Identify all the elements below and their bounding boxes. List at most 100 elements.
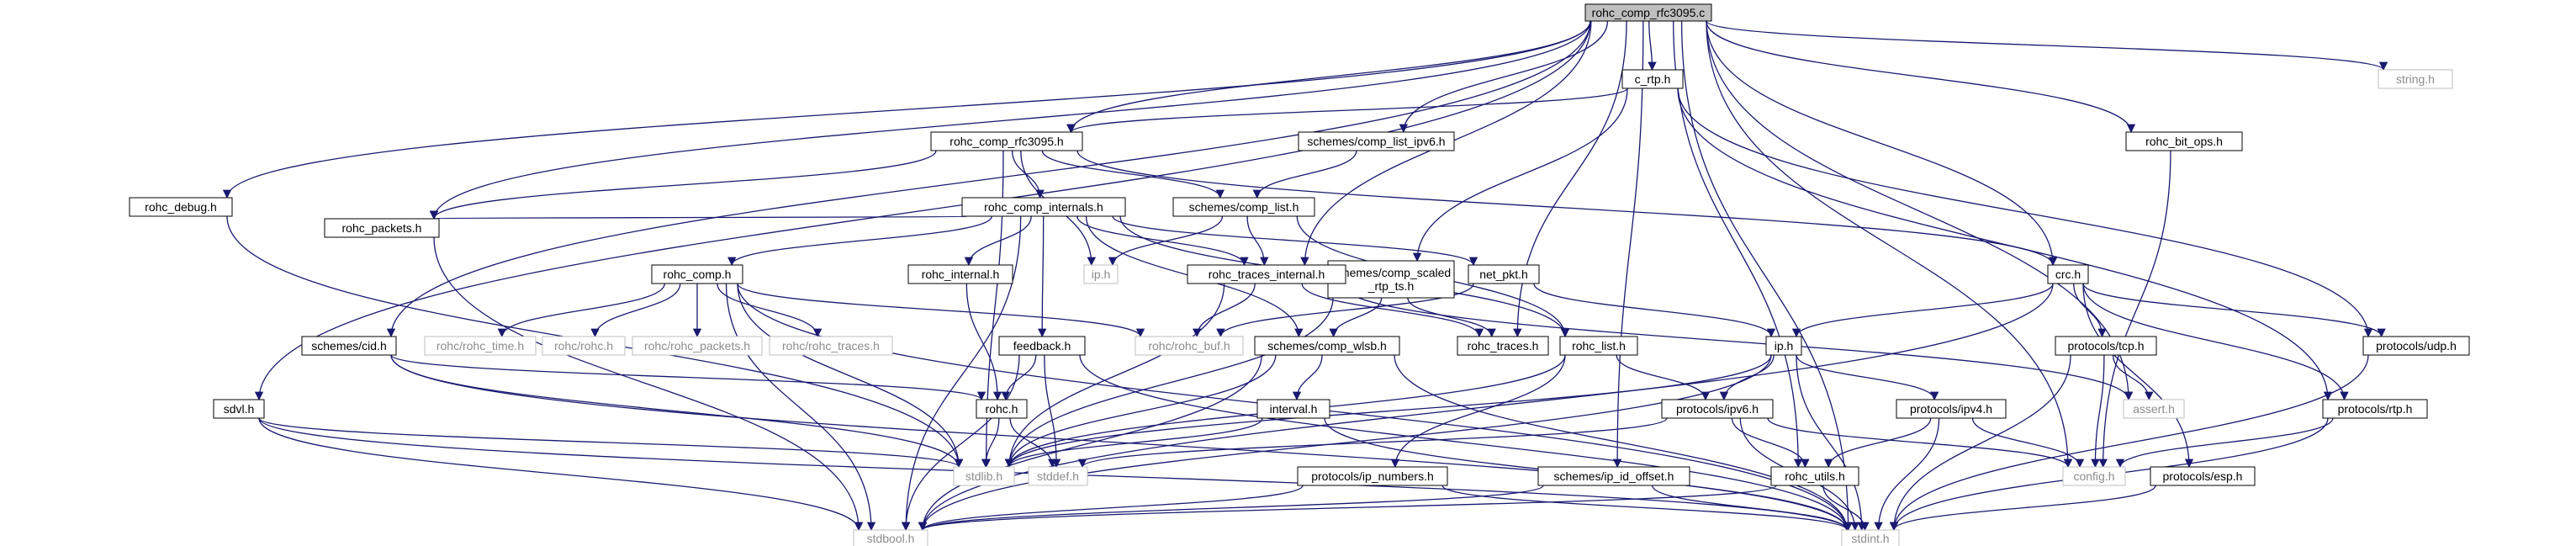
node-box-feedback [998, 336, 1086, 356]
edge-traces_internal-to-stdlib [1004, 283, 1225, 469]
edge-c_rtp-to-scaled [1412, 87, 1628, 262]
node-ip_id_offset[interactable]: schemes/ip_id_offset.h [1537, 466, 1690, 486]
edge-crc-to-esp [2082, 283, 2194, 469]
node-box-scaled [1327, 260, 1455, 299]
node-rtp[interactable]: protocols/rtp.h [2322, 399, 2428, 419]
node-box-traces [1457, 336, 1549, 356]
edge-rohc_internal-to-rohc_h [965, 283, 1002, 401]
edge-comp_h-to-stdlib [737, 283, 964, 469]
node-box-bit_ops [2125, 131, 2243, 151]
node-list_ipv6[interactable]: schemes/comp_list_ipv6.h [1298, 131, 1455, 151]
edge-comp_h-to-rohc_rohc [590, 283, 681, 338]
node-label-rtp: protocols/rtp.h [2338, 402, 2413, 416]
edge-comp_h-to-stdbool [725, 283, 876, 532]
edge-comp_list-to-traces_internal [1246, 215, 1269, 267]
node-box-stdbool [853, 529, 928, 546]
node-scaled[interactable]: schemes/comp_scaled_rtp_ts.h [1327, 260, 1455, 299]
node-wlsb[interactable]: schemes/comp_wlsb.h [1254, 336, 1400, 356]
node-tcp[interactable]: protocols/tcp.h [2055, 336, 2157, 356]
node-comp_h[interactable]: rohc_comp.h [651, 264, 743, 284]
node-internals[interactable]: rohc_comp_internals.h [961, 197, 1126, 217]
edge-net_pkt-to-rohc_buf [1216, 283, 1474, 338]
node-label-debug: rohc_debug.h [145, 200, 217, 214]
node-label-feedback: feedback.h [1013, 339, 1071, 353]
node-traces_internal[interactable]: rohc_traces_internal.h [1187, 264, 1346, 284]
edge-internals-to-traces_internal [1076, 215, 1249, 267]
edge-root-to-rfc3095h [1066, 20, 1591, 134]
node-rohc_rohc: rohc/rohc.h [542, 336, 626, 356]
node-label-cid: schemes/cid.h [311, 339, 386, 353]
edge-traces_internal-to-traces [1301, 283, 1484, 338]
node-root[interactable]: rohc_comp_rfc3095.c [1584, 3, 1712, 22]
node-box-rohc_internal [907, 264, 1013, 284]
edge-ipv6-to-utils [1731, 417, 1810, 469]
node-udp[interactable]: protocols/udp.h [2362, 336, 2470, 356]
node-box-net_pkt [1468, 264, 1540, 284]
edge-internals-to-comp_h [727, 215, 992, 267]
node-box-rtp [2322, 399, 2428, 419]
node-bit_ops[interactable]: rohc_bit_ops.h [2125, 131, 2243, 151]
edge-ip_id_offset-to-stdint [1652, 485, 1852, 532]
node-box-stdint [1841, 529, 1900, 546]
node-box-rohc_buf [1135, 336, 1244, 356]
node-box-sdvl [213, 399, 265, 419]
edge-scaled-to-wlsb [1329, 297, 1383, 338]
node-rfc3095h[interactable]: rohc_comp_rfc3095.h [930, 131, 1083, 151]
edge-feedback-to-stdbool [901, 354, 1020, 532]
node-box-cid [301, 336, 397, 356]
node-crc[interactable]: crc.h [2047, 264, 2089, 284]
node-ipv4[interactable]: protocols/ipv4.h [1896, 399, 2007, 419]
node-sdvl[interactable]: sdvl.h [213, 399, 265, 419]
node-rohc_h[interactable]: rohc.h [976, 399, 1028, 419]
node-label-wlsb: schemes/comp_wlsb.h [1267, 339, 1387, 353]
edge-rohc_h-to-stdlib [981, 417, 1000, 469]
node-box-debug [129, 197, 233, 217]
node-box-root [1584, 3, 1712, 22]
node-label-rohc_h: rohc.h [986, 402, 1018, 416]
node-box-wlsb [1254, 336, 1400, 356]
edge-traces_internal-to-assert [1340, 283, 2134, 401]
node-traces[interactable]: rohc_traces.h [1457, 336, 1549, 356]
node-esp[interactable]: protocols/esp.h [2150, 466, 2256, 486]
node-feedback[interactable]: feedback.h [998, 336, 1086, 356]
edge-crc-to-rtp [2082, 283, 2349, 401]
node-rohc_list[interactable]: rohc_list.h [1559, 336, 1638, 356]
node-box-rohc_packets_sys [632, 336, 763, 356]
node-label-list_ipv6: schemes/comp_list_ipv6.h [1307, 135, 1445, 148]
node-box-c_rtp [1621, 69, 1684, 89]
edge-ip_h-to-stdlib [1004, 354, 1772, 469]
node-label-scaled: schemes/comp_scaled [1331, 266, 1451, 279]
edge-bit_ops-to-config [2098, 150, 2171, 469]
edge-ipv6-to-config [1767, 417, 2073, 469]
edge-ipv6-to-stddef [1078, 417, 1668, 469]
node-label-rfc3095h: rohc_comp_rfc3095.h [949, 135, 1063, 148]
node-cid[interactable]: schemes/cid.h [301, 336, 397, 356]
edge-ip_h-to-stdint [1796, 354, 1866, 532]
edge-sdvl-to-stdbool [258, 417, 864, 532]
node-packets[interactable]: rohc_packets.h [324, 218, 440, 238]
node-ip_numbers[interactable]: protocols/ip_numbers.h [1297, 466, 1448, 486]
node-comp_list[interactable]: schemes/comp_list.h [1172, 197, 1315, 217]
node-label-root: rohc_comp_rfc3095.c [1592, 6, 1706, 19]
node-c_rtp[interactable]: c_rtp.h [1621, 69, 1684, 89]
node-label-bit_ops: rohc_bit_ops.h [2145, 135, 2223, 148]
node-box-crc [2047, 264, 2089, 284]
node-interval[interactable]: interval.h [1256, 399, 1330, 419]
edge-crc-to-udp [2082, 283, 2386, 338]
node-net_pkt[interactable]: net_pkt.h [1468, 264, 1540, 284]
node-box-assert [2123, 399, 2185, 419]
edge-scaled-to-traces [1407, 297, 1496, 338]
node-rohc_internal[interactable]: rohc_internal.h [907, 264, 1013, 284]
edge-root-to-cid [386, 20, 1591, 338]
edge-rohc_h-to-stddef [1009, 417, 1057, 469]
node-label-string: string.h [2396, 72, 2435, 86]
node-box-rfc3095h [930, 131, 1083, 151]
node-ip_h[interactable]: ip.h [1765, 336, 1802, 356]
node-label-interval: interval.h [1270, 402, 1318, 416]
node-label-ipv6: protocols/ipv6.h [1676, 402, 1759, 416]
node-debug[interactable]: rohc_debug.h [129, 197, 233, 217]
node-utils[interactable]: rohc_utils.h [1770, 466, 1859, 486]
edge-tcp-to-stdint [1889, 354, 2071, 532]
node-ipv6[interactable]: protocols/ipv6.h [1661, 399, 1774, 419]
